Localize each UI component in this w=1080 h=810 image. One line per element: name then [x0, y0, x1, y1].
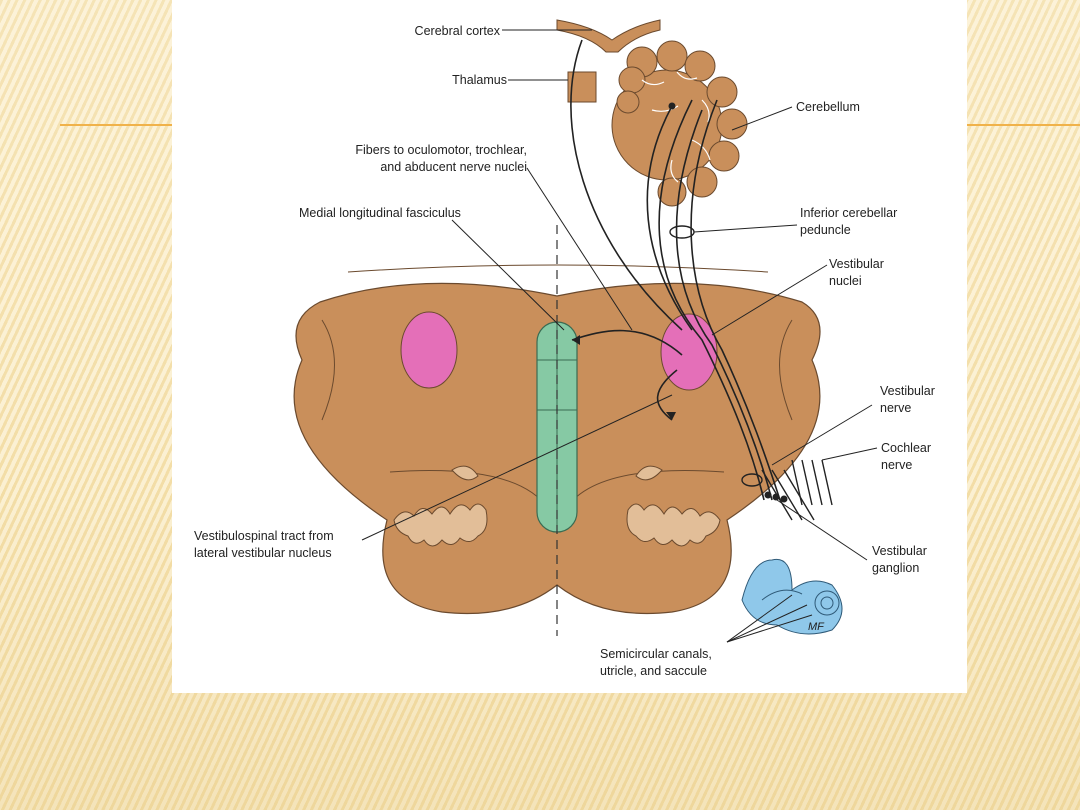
label-cochlear-nerve-line2: nerve [881, 458, 913, 472]
label-icp-line1: Inferior cerebellar [800, 206, 898, 220]
title-rule-right [967, 124, 1080, 126]
label-mlf: Medial longitudinal fasciculus [299, 206, 461, 220]
label-cochlear-nerve-line1: Cochlear [881, 441, 932, 455]
label-cerebral-cortex: Cerebral cortex [414, 24, 500, 38]
label-fibers-line2: and abducent nerve nuclei [380, 160, 527, 174]
vestibular-pathways-diagram [293, 19, 878, 643]
label-vestibular-nuclei-line2: nuclei [829, 274, 862, 288]
label-icp-line2: peduncle [800, 223, 851, 237]
label-vestibular-nerve-line2: nerve [880, 401, 912, 415]
label-vestibular-ganglion-line1: Vestibular [872, 544, 927, 558]
label-cerebellum: Cerebellum [796, 100, 860, 114]
artist-signature: MF [808, 621, 824, 633]
title-rule-left [60, 124, 172, 126]
inner-ear-shape [741, 558, 843, 635]
label-vestibular-nerve-line1: Vestibular [880, 384, 935, 398]
diagram-panel: Cerebral cortex Thalamus Cerebellum Fibe… [172, 0, 967, 693]
olivary-nucleus-right [626, 503, 721, 547]
label-thalamus: Thalamus [452, 73, 507, 87]
label-fibers-line1: Fibers to oculomotor, trochlear, [355, 143, 527, 157]
label-semicircular-line1: Semicircular canals, [600, 647, 712, 661]
label-vestibular-ganglion-line2: ganglion [872, 561, 920, 575]
label-vestibulospinal-line1: Vestibulospinal tract from [194, 529, 334, 543]
cerebellum-shape [611, 40, 748, 207]
label-vestibulospinal-line2: lateral vestibular nucleus [194, 546, 332, 560]
label-semicircular-line2: utricle, and saccule [600, 664, 708, 678]
cerebral-cortex-shape [556, 19, 661, 53]
pink-nucleus-left [400, 311, 458, 389]
label-vestibular-nuclei-line1: Vestibular [829, 257, 884, 271]
